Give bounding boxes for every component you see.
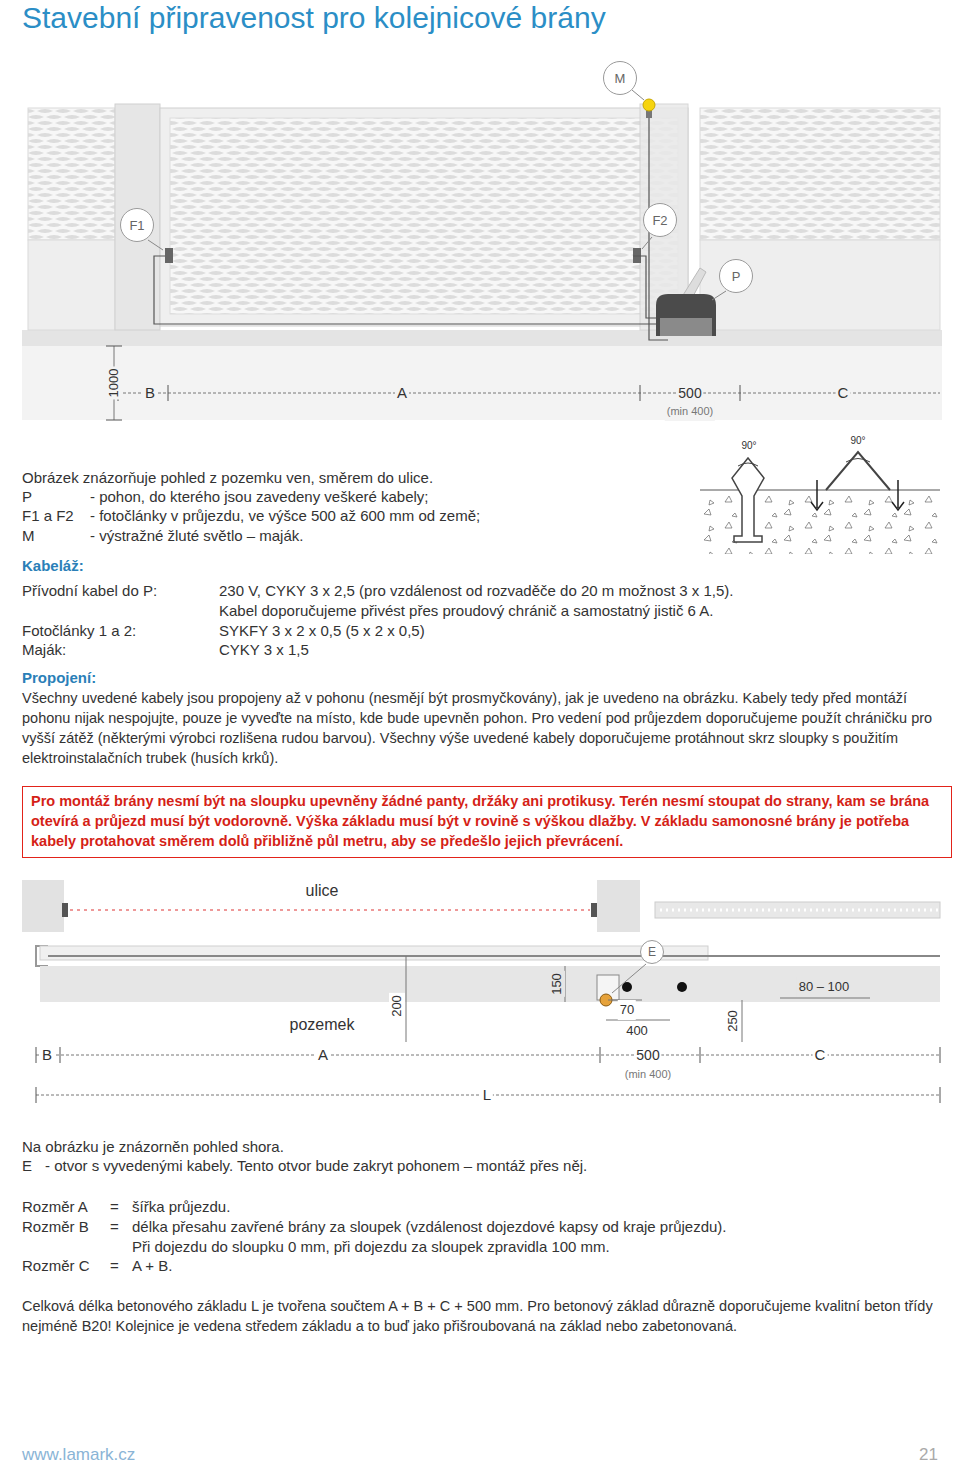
text-label: = [110, 1197, 119, 1217]
text-label: - pohon, do kterého jsou zavedeny vešker… [90, 487, 429, 507]
text-label: Rozměr C [22, 1256, 90, 1276]
text-label: pozemek [290, 1015, 355, 1035]
text-label: 70 [618, 1000, 636, 1020]
text-label: E [22, 1156, 32, 1176]
text-label: P [22, 487, 32, 507]
text-label: A + B. [132, 1256, 172, 1276]
text-label: Kabel doporučujeme přivést přes proudový… [219, 601, 713, 621]
text-label: ulice [306, 881, 339, 901]
text-label: 21 [919, 1445, 938, 1463]
text-label: Fotočlánky 1 a 2: [22, 621, 136, 641]
text-label: L [481, 1085, 493, 1105]
text-label: 90° [850, 431, 865, 451]
callout-circle: F2 [643, 203, 677, 237]
text-label: (min 400) [625, 1064, 671, 1084]
text-label: Maják: [22, 640, 66, 660]
text-label: Přívodní kabel do P: [22, 581, 157, 601]
text-label: 400 [624, 1021, 650, 1041]
text-label: C [813, 1045, 828, 1065]
text-label: - otvor s vyvedenými kabely. Tento otvor… [45, 1156, 587, 1176]
text-label: Při dojezdu do sloupku 0 mm, při dojezdu… [132, 1237, 610, 1257]
text-label: SYKFY 3 x 2 x 0,5 (5 x 2 x 0,5) [219, 621, 425, 641]
text-label: 80 – 100 [797, 977, 852, 997]
callout-circle: M [603, 61, 637, 95]
text-label: Kabeláž: [22, 556, 84, 576]
node-text: M [615, 71, 626, 86]
node-text: Pro montáž brány nesmí být na sloupku up… [31, 791, 943, 851]
text-label: Propojení: [22, 668, 96, 688]
gate-plan-view [22, 880, 940, 1103]
text-label: Rozměr A [22, 1197, 88, 1217]
node-text: F1 [129, 218, 144, 233]
text-label: A [395, 383, 409, 403]
rail-profiles [700, 452, 940, 554]
text-label: F1 a F2 [22, 506, 74, 526]
text-label: 500 [676, 383, 703, 403]
callout-circle: F1 [120, 208, 154, 242]
body-paragraph: Celková délka betonového základu L je tv… [22, 1296, 942, 1336]
text-label: 1000 [106, 367, 122, 400]
gate-front-view [22, 90, 942, 420]
text-label: CYKY 3 x 1,5 [219, 640, 309, 660]
text-label: - výstražné žluté světlo – maják. [90, 526, 303, 546]
text-label: 150 [549, 971, 565, 997]
text-label: - fotočlánky v průjezdu, ve výšce 500 až… [90, 506, 480, 526]
page-title: Stavební připravenost pro kolejnicové br… [22, 0, 606, 36]
text-label: 200 [389, 993, 405, 1019]
node-text: E [648, 945, 656, 959]
node-text: P [732, 269, 741, 284]
warning-box: Pro montáž brány nesmí být na sloupku up… [22, 786, 952, 858]
text-label: Obrázek znázorňuje pohled z pozemku ven,… [22, 468, 433, 488]
text-label: 90° [741, 436, 756, 456]
text-label: www.lamark.cz [22, 1445, 135, 1463]
text-label: = [110, 1256, 119, 1276]
text-label: Rozměr B [22, 1217, 89, 1237]
text-label: C [836, 383, 851, 403]
body-paragraph: Všechny uvedené kabely jsou propojeny až… [22, 688, 942, 768]
text-label: 250 [725, 1008, 741, 1034]
text-label: Na obrázku je znázorněn pohled shora. [22, 1137, 284, 1157]
text-label: 500 [634, 1045, 661, 1065]
callout-circle: E [640, 940, 664, 964]
text-label: (min 400) [665, 401, 715, 421]
text-label: délka přesahu zavřené brány za sloupek (… [132, 1217, 727, 1237]
callout-circle: P [719, 259, 753, 293]
node-text: F2 [652, 213, 667, 228]
text-label: šířka průjezdu. [132, 1197, 230, 1217]
text-label: 230 V, CYKY 3 x 2,5 (pro vzdálenost od r… [219, 581, 733, 601]
text-label: B [40, 1045, 54, 1065]
text-label: = [110, 1217, 119, 1237]
text-label: M [22, 526, 35, 546]
text-label: A [316, 1045, 330, 1065]
text-label: B [143, 383, 157, 403]
